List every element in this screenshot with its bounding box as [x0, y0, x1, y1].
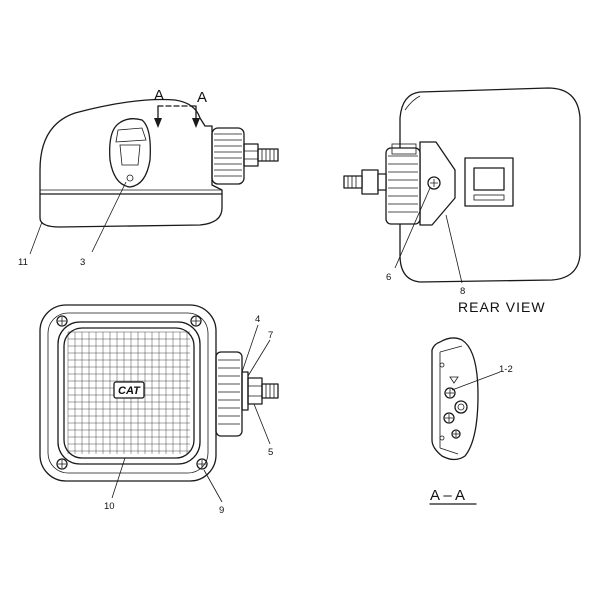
side-nut: [243, 143, 259, 167]
callout-7: 7: [268, 330, 273, 341]
front-nut: [247, 377, 263, 405]
rear-nut: [361, 169, 379, 195]
front-bellows: [215, 351, 249, 437]
section-housing: [431, 337, 479, 461]
rear-bracket: [419, 141, 456, 226]
rear-bolt: [343, 175, 363, 189]
callout-1-2: 1-2: [499, 364, 513, 375]
rear-bellows: [385, 143, 421, 225]
callout-9: 9: [219, 505, 224, 516]
cat-logo-text: CAT: [118, 385, 141, 397]
section-mark-left: A: [154, 87, 164, 104]
front-view: CAT 4 7 5 10 9: [39, 304, 279, 516]
section-mark-right: A: [197, 89, 207, 106]
callout-8: 8: [460, 286, 465, 297]
rear-label-plate: [464, 157, 514, 207]
callout-6: 6: [386, 272, 391, 283]
rear-view-caption: REAR VIEW: [458, 299, 546, 315]
side-cutout: [109, 118, 151, 188]
side-bolt: [257, 148, 279, 162]
lens-grid: [67, 331, 190, 454]
cat-badge: [113, 381, 145, 399]
rear-housing: [399, 87, 581, 283]
callout-11: 11: [18, 257, 28, 268]
section-view: 1-2 A – A: [429, 337, 513, 505]
front-screws: [56, 315, 208, 470]
rear-view: 6 8 REAR VIEW: [343, 87, 581, 315]
front-lens-rim: [57, 321, 201, 465]
callout-3: 3: [80, 257, 85, 268]
side-view: A A 11 3: [18, 87, 279, 268]
callout-4: 4: [255, 314, 260, 325]
section-caption: A – A: [430, 487, 465, 504]
side-housing: [39, 98, 223, 228]
callout-10: 10: [104, 501, 115, 512]
callout-5: 5: [268, 447, 273, 458]
side-bellows: [211, 127, 245, 185]
